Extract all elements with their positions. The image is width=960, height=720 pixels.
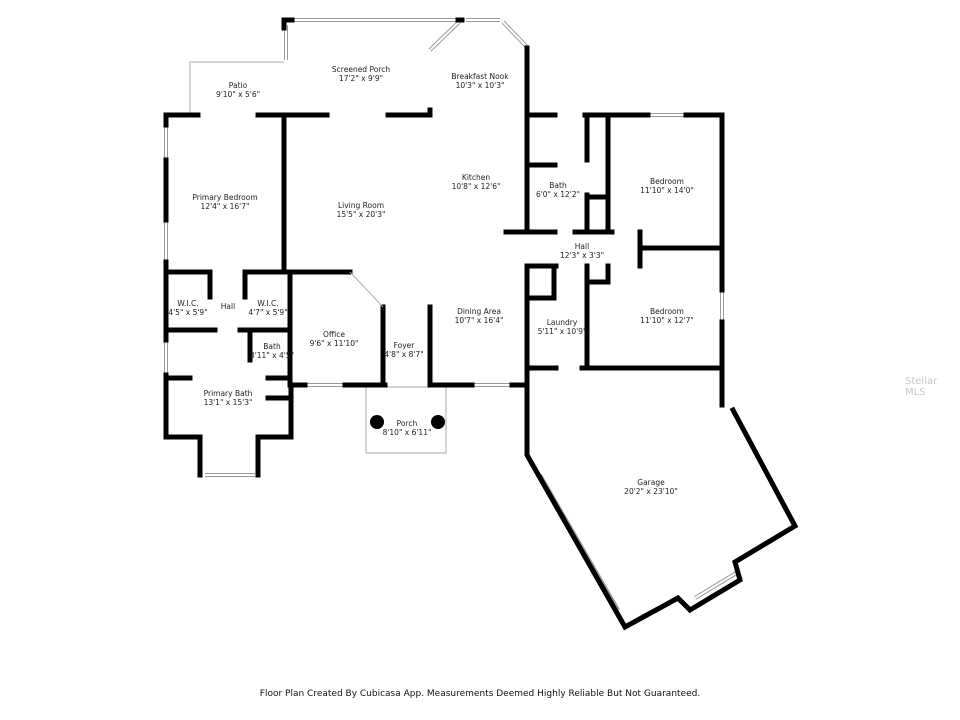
walls — [163, 17, 799, 631]
room-wic-2: W.I.C.4'7" x 5'9" — [248, 299, 288, 317]
room-wic-1: W.I.C.4'5" x 5'9" — [168, 299, 208, 317]
porch-outline — [365, 386, 447, 454]
porch-column — [370, 415, 384, 429]
porch-column — [431, 415, 445, 429]
room-hall-primary: Hall — [220, 302, 236, 311]
watermark: Stellar MLS — [905, 376, 938, 398]
office-angled-wall — [349, 271, 384, 308]
patio-outline — [189, 61, 284, 115]
windows — [164, 18, 740, 612]
footer-disclaimer: Floor Plan Created By Cubicasa App. Meas… — [259, 689, 701, 699]
